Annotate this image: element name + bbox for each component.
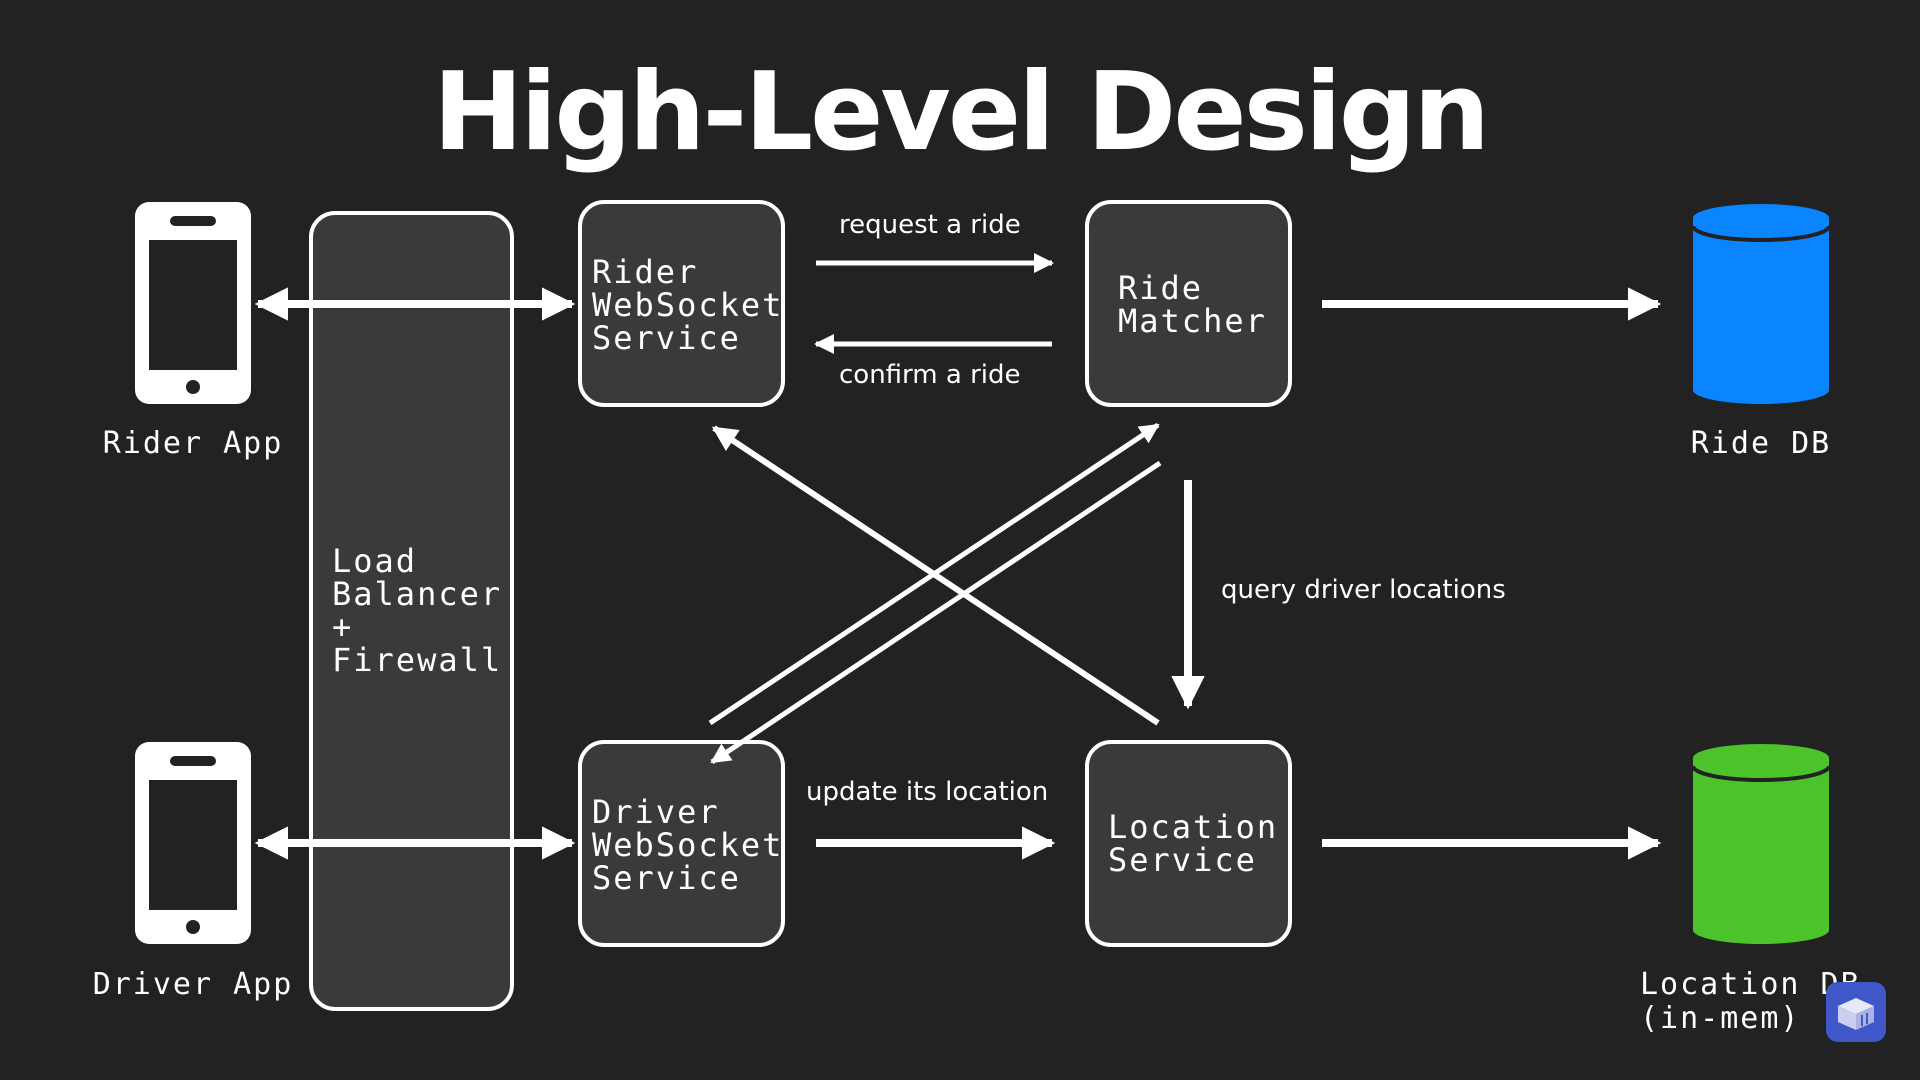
rider-websocket-box xyxy=(578,200,785,407)
ride-matcher-label: Ride Matcher xyxy=(1118,269,1267,340)
location-service-box xyxy=(1085,740,1292,947)
update-location-label: update its location xyxy=(806,777,1049,807)
request-ride-label: request a ride xyxy=(839,210,1021,240)
rider-websocket-label: Rider WebSocket Service xyxy=(592,253,784,357)
location-service-label: Location Service xyxy=(1108,808,1279,879)
query-driver-locations-label: query driver locations xyxy=(1221,575,1506,605)
driver-websocket-label: Driver WebSocket Service xyxy=(592,793,784,897)
driver-phone-icon xyxy=(135,742,251,944)
matcher-to-driver-ws-arrow xyxy=(710,460,1162,765)
rider-phone-icon xyxy=(135,202,251,404)
driver-ws-to-matcher-arrow xyxy=(708,422,1160,726)
ride-db-icon xyxy=(1691,204,1831,404)
ride-matcher-box xyxy=(1085,200,1292,407)
location-db-icon xyxy=(1691,744,1831,944)
ride-db-label: Ride DB xyxy=(1690,426,1832,461)
driver-app-label: Driver App xyxy=(92,967,294,1002)
location-db-label: Location DB (in-mem) xyxy=(1640,967,1859,1036)
logo-badge-icon xyxy=(1826,982,1886,1042)
page-title: High-Level Design xyxy=(432,50,1490,175)
driver-websocket-box xyxy=(578,740,785,947)
load-balancer-box xyxy=(309,211,514,1011)
load-balancer-label: Load Balancer + Firewall xyxy=(332,542,503,679)
confirm-ride-label: confirm a ride xyxy=(839,360,1021,390)
rider-app-label: Rider App xyxy=(102,426,284,461)
